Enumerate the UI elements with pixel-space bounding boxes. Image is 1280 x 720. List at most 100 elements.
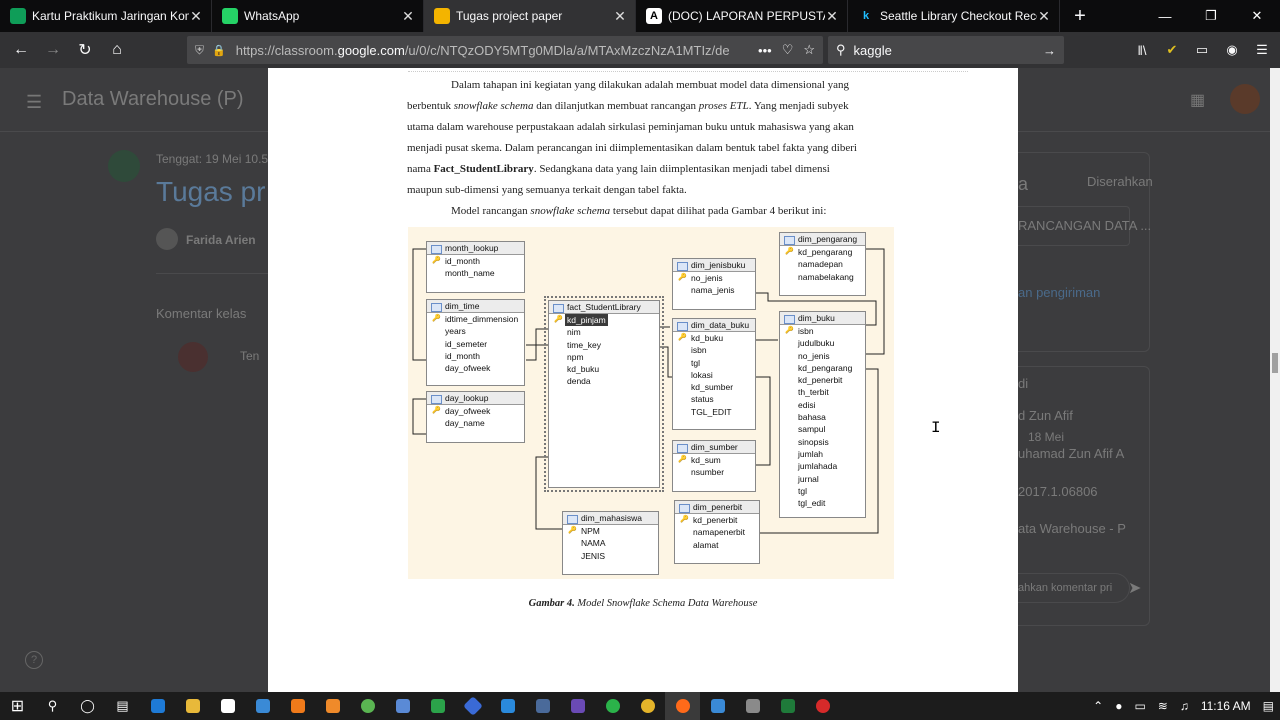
microphone-icon[interactable]: ● bbox=[1115, 699, 1123, 713]
reader-view-icon[interactable]: ▭ bbox=[1195, 42, 1209, 57]
tab-title: Kartu Praktikum Jaringan Komp bbox=[32, 9, 189, 23]
table-dim-mahasiswa[interactable]: dim_mahasiswa NPM NAMA JENIS bbox=[562, 511, 659, 575]
tab-title: WhatsApp bbox=[244, 9, 300, 23]
app-icon-sublime[interactable] bbox=[315, 692, 350, 720]
table-field: day_ofweek bbox=[445, 363, 491, 374]
help-icon[interactable]: ? bbox=[25, 651, 43, 669]
windows-start-icon[interactable]: ⊞ bbox=[10, 698, 25, 715]
close-window-icon[interactable]: ✕ bbox=[1251, 8, 1263, 23]
close-tab-icon[interactable]: ✕ bbox=[190, 7, 202, 24]
wifi-icon[interactable]: ≋ bbox=[1157, 699, 1168, 713]
clock[interactable]: 11:16 AM bbox=[1200, 699, 1251, 713]
excel-icon[interactable] bbox=[770, 692, 805, 720]
app-icon-green-2[interactable] bbox=[420, 692, 455, 720]
mail-icon[interactable] bbox=[245, 692, 280, 720]
restore-icon[interactable]: ❐ bbox=[1205, 8, 1217, 23]
address-bar[interactable]: ⛨ 🔒 https://classroom.google.com/u/0/c/N… bbox=[187, 36, 823, 64]
task-view-icon[interactable]: ▤ bbox=[116, 698, 129, 713]
apps-grid-icon[interactable]: ▦ bbox=[1190, 92, 1206, 109]
app-icon-green-3[interactable] bbox=[595, 692, 630, 720]
app-icon-window[interactable] bbox=[700, 692, 735, 720]
table-header: dim_sumber bbox=[673, 441, 755, 454]
close-tab-icon[interactable]: ✕ bbox=[1038, 7, 1050, 24]
browser-tab[interactable]: Tugas project paper✕ bbox=[424, 0, 636, 32]
search-input[interactable]: kaggle bbox=[853, 42, 892, 58]
tray-expand-icon[interactable]: ⌃ bbox=[1093, 699, 1104, 713]
table-dim-data-buku[interactable]: dim_data_buku kd_buku isbn tgl lokasi kd… bbox=[672, 318, 756, 430]
shield-icon[interactable]: ⛨ bbox=[195, 42, 205, 57]
app-icon-orange[interactable] bbox=[280, 692, 315, 720]
table-field: edisi bbox=[798, 399, 816, 410]
reload-icon[interactable]: ↻ bbox=[78, 42, 92, 59]
notifications-icon[interactable]: ▤ bbox=[1262, 699, 1274, 713]
unsubmit-link[interactable]: an pengiriman bbox=[1018, 285, 1101, 300]
table-dim-time[interactable]: dim_time idtime_dimmension years id_seme… bbox=[426, 299, 525, 386]
table-fact-studentlibrary[interactable]: fact_StudentLibrary kd_pinjam nim time_k… bbox=[544, 296, 664, 492]
back-icon[interactable]: ← bbox=[13, 41, 29, 58]
account-icon[interactable]: ◉ bbox=[1226, 42, 1238, 57]
table-dim-sumber[interactable]: dim_sumber kd_sum nsumber bbox=[672, 440, 756, 492]
pocket-icon[interactable]: ♡ bbox=[781, 42, 794, 57]
app-icon-visualstudio[interactable] bbox=[560, 692, 595, 720]
page-scrollbar[interactable] bbox=[1270, 68, 1280, 692]
close-tab-icon[interactable]: ✕ bbox=[826, 7, 838, 24]
browser-tab[interactable]: WhatsApp ✕ bbox=[212, 0, 424, 32]
close-tab-icon[interactable]: ✕ bbox=[402, 7, 414, 24]
scrollbar-thumb[interactable] bbox=[1272, 353, 1278, 373]
table-dim-jenisbuku[interactable]: dim_jenisbuku no_jenis nama_jenis bbox=[672, 258, 756, 310]
app-icon-tools[interactable] bbox=[735, 692, 770, 720]
search-go-icon[interactable]: → bbox=[1043, 42, 1056, 58]
menu-icon[interactable]: ☰ bbox=[1256, 42, 1268, 57]
attachment-name[interactable]: RANCANGAN DATA ... bbox=[1018, 218, 1152, 233]
browser-tab[interactable]: A(DOC) LAPORAN PERPUSTAKA✕ bbox=[636, 0, 848, 32]
comment-input[interactable]: Ten bbox=[240, 349, 260, 363]
author-avatar bbox=[156, 228, 178, 250]
doc-top-line bbox=[408, 68, 968, 72]
table-dim-penerbit[interactable]: dim_penerbit kd_penerbit namapenerbit al… bbox=[674, 500, 760, 564]
url-text[interactable]: https://classroom.google.com/u/0/c/NTQzO… bbox=[235, 42, 730, 58]
search-bar[interactable]: ⚲ kaggle → bbox=[828, 36, 1064, 64]
app-icon-terminal[interactable] bbox=[525, 692, 560, 720]
extension-icon[interactable]: ✔ bbox=[1166, 42, 1178, 57]
firefox-icon[interactable] bbox=[665, 692, 700, 720]
app-icon-blue-2[interactable] bbox=[455, 692, 490, 720]
hamburger-menu-icon[interactable]: ☰ bbox=[26, 92, 43, 112]
page-actions-icon[interactable]: ••• bbox=[758, 42, 772, 58]
table-dim-pengarang[interactable]: dim_pengarang kd_pengarang namadepan nam… bbox=[779, 232, 866, 296]
minimize-icon[interactable]: — bbox=[1158, 8, 1172, 24]
table-day-lookup[interactable]: day_lookup day_ofweek day_name bbox=[426, 391, 525, 443]
avatar[interactable] bbox=[1230, 84, 1260, 114]
app-icon-vscode[interactable] bbox=[490, 692, 525, 720]
send-icon[interactable]: ➤ bbox=[1128, 580, 1142, 597]
bookmark-star-icon[interactable]: ☆ bbox=[803, 42, 815, 57]
table-dim-buku[interactable]: dim_buku isbn judulbuku no_jenis kd_peng… bbox=[779, 311, 866, 518]
record-icon[interactable] bbox=[805, 692, 840, 720]
home-icon[interactable]: ⌂ bbox=[112, 41, 122, 58]
library-icon[interactable]: ‖\ bbox=[1137, 42, 1147, 58]
class-title[interactable]: Data Warehouse (P) bbox=[62, 88, 244, 110]
table-field: JENIS bbox=[581, 550, 606, 561]
app-icon-blue-1[interactable] bbox=[385, 692, 420, 720]
table-field: years bbox=[445, 326, 466, 337]
volume-icon[interactable]: ♫ bbox=[1179, 699, 1189, 713]
forward-icon[interactable]: → bbox=[45, 41, 61, 58]
search-taskbar-icon[interactable]: ⚲ bbox=[47, 698, 58, 713]
cortana-icon[interactable]: ◯ bbox=[80, 698, 95, 713]
search-icon: ⚲ bbox=[836, 42, 846, 57]
link-sumber-databuku bbox=[756, 376, 771, 466]
app-icon-green-1[interactable] bbox=[350, 692, 385, 720]
table-month-lookup[interactable]: month_lookup id_month month_name bbox=[426, 241, 525, 293]
chrome-icon[interactable] bbox=[630, 692, 665, 720]
edge-icon[interactable] bbox=[140, 692, 175, 720]
table-field: jurnal bbox=[798, 473, 819, 484]
attachment-chip[interactable] bbox=[1000, 206, 1130, 246]
file-explorer-icon[interactable] bbox=[175, 692, 210, 720]
battery-icon[interactable]: ▭ bbox=[1134, 699, 1146, 713]
new-tab-icon[interactable]: + bbox=[1074, 4, 1086, 27]
private-comment-input[interactable] bbox=[1000, 573, 1130, 603]
windows-taskbar: ⊞ ⚲ ◯ ▤ ⌃ ● ▭ ≋ ♫ 11:16 AM ▤ bbox=[0, 692, 1280, 720]
store-icon[interactable] bbox=[210, 692, 245, 720]
browser-tab[interactable]: Kartu Praktikum Jaringan Komp✕ bbox=[0, 0, 212, 32]
close-tab-icon[interactable]: ✕ bbox=[614, 7, 626, 24]
